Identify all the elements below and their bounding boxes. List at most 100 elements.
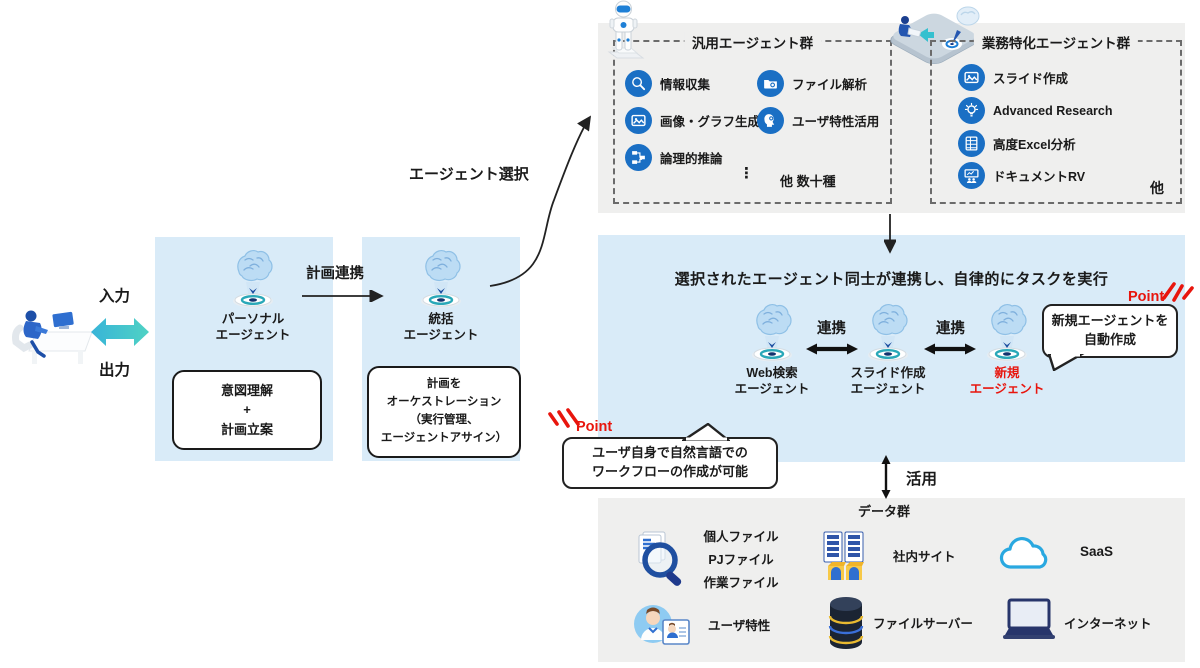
general-agent-label: 情報収集 xyxy=(660,78,711,92)
personal-agent-task-box: 意図理解 + 計画立案 xyxy=(172,370,322,450)
special-agent-item: Advanced Research xyxy=(958,97,1113,124)
files-label-work: 作業ファイル xyxy=(703,576,779,591)
internet-label: インターネット xyxy=(1064,617,1152,631)
personal-agent-name-line1: パーソナル xyxy=(221,312,285,326)
special-agents-group: 業務特化エージェント群 スライド作成 Advanced Research 高度E… xyxy=(930,32,1182,204)
supervisor-agent-task-box: 計画を オーケストレーション （実行管理、 エージェントアサイン） xyxy=(367,366,521,458)
collab-arrow-1 xyxy=(806,343,858,355)
image-generation-icon xyxy=(625,107,652,134)
special-agents-title: 業務特化エージェント群 xyxy=(973,32,1139,52)
general-agent-item: 情報収集 xyxy=(625,70,710,97)
files-label-personal: 個人ファイル xyxy=(703,530,779,544)
excel-analysis-icon xyxy=(958,130,985,157)
document-rv-icon xyxy=(958,162,985,189)
logical-reasoning-icon xyxy=(625,144,652,171)
research-bulb-icon xyxy=(958,97,985,124)
user-traits-icon xyxy=(757,107,784,134)
input-label: 入力 xyxy=(99,288,131,305)
task-line: オーケストレーション xyxy=(386,396,502,409)
intranet-icon xyxy=(823,531,864,580)
new-agent-bubble: 新規エージェントを 自動作成 xyxy=(1042,304,1178,371)
bubble-tail xyxy=(1047,354,1085,371)
web-search-agent: Web検索 エージェント xyxy=(724,300,820,398)
general-agents-title: 汎用エージェント群 xyxy=(683,32,822,52)
files-labels: 個人ファイル PJファイル 作業ファイル xyxy=(693,526,789,595)
bubble-line: 新規エージェントを xyxy=(1051,313,1169,329)
general-agent-item: ファイル解析 xyxy=(757,70,867,97)
point-burst-left xyxy=(548,408,580,428)
task-line: + xyxy=(243,402,251,418)
task-line: （実行管理、 xyxy=(409,414,479,426)
plan-link-label: 計画連携 xyxy=(306,266,364,282)
general-agents-more: 他 数十種 xyxy=(780,174,836,189)
flow-down-arrow xyxy=(884,214,896,254)
user-at-desk-illustration xyxy=(12,310,93,364)
bubble-line: 自動作成 xyxy=(1083,332,1136,347)
special-agent-label: スライド作成 xyxy=(993,72,1069,86)
link-label-1: 連携 xyxy=(817,321,846,337)
task-line: エージェントアサイン） xyxy=(380,431,508,444)
special-agent-item: スライド作成 xyxy=(958,64,1068,91)
special-agent-item: 高度Excel分析 xyxy=(958,130,1076,157)
file-analysis-icon xyxy=(757,70,784,97)
plan-link-arrow xyxy=(302,290,384,302)
special-agent-label: 高度Excel分析 xyxy=(993,138,1076,152)
intranet-label: 社内サイト xyxy=(893,550,956,564)
output-label: 出力 xyxy=(99,362,131,379)
bubble-tail xyxy=(682,423,730,441)
special-agent-label: Advanced Research xyxy=(993,103,1113,118)
new-agent-line2: エージェント xyxy=(969,382,1045,397)
collab-arrow-2 xyxy=(924,343,976,355)
web-search-agent-line2: エージェント xyxy=(734,382,810,397)
general-agent-label: ファイル解析 xyxy=(792,78,868,92)
general-agent-item: 論理的推論 xyxy=(625,144,723,171)
slide-creation-agent: スライド作成 エージェント xyxy=(840,300,936,398)
link-label-2: 連携 xyxy=(936,321,965,337)
task-line: 意図理解 xyxy=(220,382,273,398)
user-attribute-label: ユーザ特性 xyxy=(708,619,771,633)
saas-label: SaaS xyxy=(1080,544,1114,559)
collab-title: 選択されたエージェント同士が連携し、自律的にタスクを実行 xyxy=(674,271,1109,288)
task-line: 計画立案 xyxy=(220,421,273,437)
brain-agent-icon xyxy=(414,246,468,308)
data-group-title: データ群 xyxy=(858,504,911,519)
supervisor-agent-name-line1: 統括 xyxy=(428,312,454,326)
general-agents-ellipsis: ⋮ xyxy=(739,165,754,182)
files-label-pj: PJファイル xyxy=(708,553,774,568)
usage-arrow xyxy=(881,455,891,499)
point-burst-right xyxy=(1162,282,1194,302)
supervisor-agent-name-line2: エージェント xyxy=(403,328,479,343)
search-icon xyxy=(625,70,652,97)
special-agent-label: ドキュメントRV xyxy=(993,170,1086,184)
supervisor-agent: 統括 エージェント xyxy=(393,246,489,344)
task-line: 計画を xyxy=(426,378,462,391)
saas-cloud-icon xyxy=(999,536,1048,569)
general-agent-label: ユーザ特性活用 xyxy=(792,115,880,129)
agent-select-arrow xyxy=(489,115,591,287)
brain-agent-icon xyxy=(745,300,799,362)
brain-agent-icon xyxy=(861,300,915,362)
slide-agent-line2: エージェント xyxy=(850,382,926,397)
special-agent-item: ドキュメントRV xyxy=(958,162,1085,189)
slide-agent-line1: スライド作成 xyxy=(850,366,926,380)
general-agent-item: ユーザ特性活用 xyxy=(757,107,879,134)
special-agents-more: 他 xyxy=(1150,180,1164,196)
brain-agent-icon xyxy=(226,246,280,308)
personal-agent: パーソナル エージェント xyxy=(205,246,301,344)
file-server-label: ファイルサーバー xyxy=(873,617,973,631)
robot-illustration xyxy=(607,0,645,59)
general-agents-group: 汎用エージェント群 情報収集 ファイル解析 画像・グラフ生成 ユーザ特性活用 論… xyxy=(613,32,892,204)
files-search-icon xyxy=(638,531,682,586)
general-agent-label: 画像・グラフ生成 xyxy=(660,115,761,129)
general-agent-item: 画像・グラフ生成 xyxy=(625,107,760,134)
web-search-agent-line1: Web検索 xyxy=(746,366,798,380)
user-attribute-icon xyxy=(634,605,690,645)
personal-agent-name-line2: エージェント xyxy=(215,328,291,343)
io-arrow xyxy=(91,318,149,346)
new-agent: 新規 エージェント xyxy=(959,300,1055,398)
brain-agent-icon xyxy=(980,300,1034,362)
data-panel xyxy=(598,498,1185,662)
workflow-bubble: ユーザ自身で自然言語での ワークフローの作成が可能 xyxy=(562,423,778,489)
point-label-right: Point xyxy=(1128,289,1165,305)
workspace-illustration xyxy=(890,6,980,64)
